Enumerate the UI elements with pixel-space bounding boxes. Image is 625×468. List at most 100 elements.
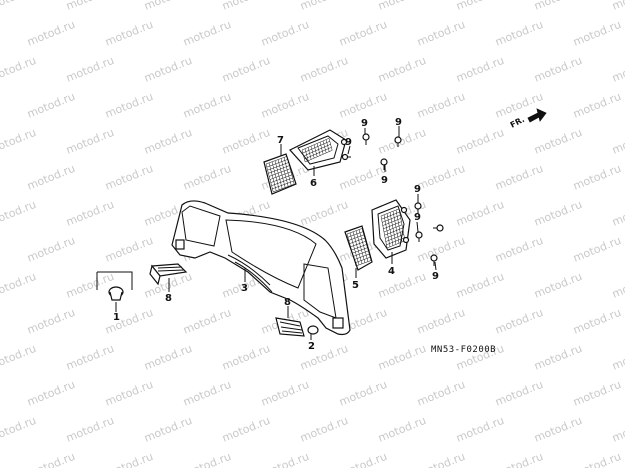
- callout-9-d: 9: [381, 175, 388, 186]
- mesh-line: [277, 159, 286, 188]
- watermark-text: motod.ru: [181, 450, 233, 468]
- screws-part-9: [341, 133, 444, 266]
- mesh-line: [301, 138, 330, 151]
- watermark-text: motod.ru: [25, 378, 77, 409]
- watermark-text: motod.ru: [493, 306, 545, 337]
- mesh-line: [286, 156, 295, 185]
- mesh-line: [348, 234, 364, 241]
- watermark-text: motod.ru: [415, 450, 467, 468]
- vent-part-8-lower: [275, 317, 305, 337]
- watermark-text: motod.ru: [0, 126, 38, 157]
- watermark-text: motod.ru: [220, 54, 272, 85]
- callout-9-g: 9: [432, 271, 439, 282]
- watermark-text: motod.ru: [0, 414, 38, 445]
- mesh-line: [386, 237, 405, 246]
- watermark-text: motod.ru: [142, 414, 194, 445]
- watermark-text: motod.ru: [337, 90, 389, 121]
- watermark-text: motod.ru: [298, 342, 350, 373]
- mesh-line: [265, 163, 274, 192]
- callout-3: 3: [241, 283, 248, 294]
- mesh-line: [355, 257, 371, 264]
- watermark-text: motod.ru: [610, 414, 625, 445]
- watermark-text: motod.ru: [493, 162, 545, 193]
- watermark-text: motod.ru: [220, 0, 272, 13]
- watermark-text: motod.ru: [103, 378, 155, 409]
- watermark-text: motod.ru: [0, 270, 38, 301]
- watermark-text: motod.ru: [610, 54, 625, 85]
- watermark-text: motod.ru: [103, 90, 155, 121]
- watermark-text: motod.ru: [220, 342, 272, 373]
- watermark-text: motod.ru: [337, 450, 389, 468]
- grommet-part-1: [96, 271, 133, 301]
- watermark-text: motod.ru: [376, 54, 428, 85]
- watermark-text: motod.ru: [103, 162, 155, 193]
- mesh-line: [380, 208, 400, 217]
- watermark-text: motod.ru: [142, 342, 194, 373]
- watermark-text: motod.ru: [25, 162, 77, 193]
- watermark-text: motod.ru: [415, 90, 467, 121]
- watermark-text: motod.ru: [142, 54, 194, 85]
- watermark-text: motod.ru: [337, 18, 389, 49]
- watermark-text: motod.ru: [298, 0, 350, 13]
- mesh-line: [270, 174, 292, 183]
- mesh-line: [280, 158, 289, 187]
- watermark-text: motod.ru: [376, 342, 428, 373]
- watermark-text: motod.ru: [259, 90, 311, 121]
- watermark-text: motod.ru: [259, 450, 311, 468]
- callout-1: 1: [113, 312, 120, 323]
- watermark-text: motod.ru: [610, 342, 625, 373]
- watermark-text: motod.ru: [103, 18, 155, 49]
- watermark-text: motod.ru: [64, 270, 116, 301]
- watermark-text: motod.ru: [610, 270, 625, 301]
- mesh-line: [265, 156, 288, 165]
- watermark-text: motod.ru: [454, 414, 506, 445]
- mesh-line: [274, 160, 283, 189]
- front-label: FR.: [509, 115, 526, 130]
- watermark-text: motod.ru: [64, 54, 116, 85]
- watermark-text: motod.ru: [610, 0, 625, 13]
- watermark-text: motod.ru: [532, 270, 584, 301]
- mesh-line: [269, 171, 292, 180]
- watermark-text: motod.ru: [493, 378, 545, 409]
- watermark-text: motod.ru: [25, 450, 77, 468]
- watermark-text: motod.ru: [64, 198, 116, 229]
- watermark-text: motod.ru: [181, 378, 233, 409]
- callout-9-a: 9: [361, 118, 368, 129]
- mesh-line: [268, 165, 290, 174]
- watermark-text: motod.ru: [25, 18, 77, 49]
- watermark-text: motod.ru: [142, 0, 194, 13]
- mesh-line: [353, 250, 369, 257]
- mesh-line: [267, 162, 289, 171]
- callout-9-f: 9: [414, 212, 421, 223]
- watermark-text: motod.ru: [103, 234, 155, 265]
- watermark-text: motod.ru: [571, 378, 623, 409]
- mesh-line: [273, 183, 295, 193]
- watermark-text: motod.ru: [415, 306, 467, 337]
- callout-labels: 1 2 3 4 5 6 7 8 8 9 9 9 9 9 9 9: [113, 117, 439, 352]
- bracket-part-4: [371, 199, 411, 259]
- watermark-text: motod.ru: [64, 126, 116, 157]
- watermark-text: motod.ru: [532, 198, 584, 229]
- watermark-text: motod.ru: [259, 18, 311, 49]
- watermark-text: motod.ru: [181, 162, 233, 193]
- watermark-text: motod.ru: [532, 0, 584, 13]
- watermark-text: motod.ru: [337, 378, 389, 409]
- mesh-line: [386, 240, 406, 249]
- watermark-text: motod.ru: [532, 414, 584, 445]
- watermark-text: motod.ru: [493, 450, 545, 468]
- mesh-line: [383, 221, 402, 230]
- mesh-line: [385, 230, 404, 239]
- mesh-line: [383, 224, 403, 233]
- mesh-line: [350, 241, 366, 248]
- mesh-line: [272, 180, 294, 190]
- watermark-text: motod.ru: [571, 162, 623, 193]
- mesh-line: [302, 141, 330, 154]
- mesh-line: [351, 244, 367, 251]
- watermark-text: motod.ru: [454, 126, 506, 157]
- watermark-text: motod.ru: [0, 0, 38, 13]
- mesh-line: [385, 234, 404, 242]
- watermark-text: motod.ru: [376, 270, 428, 301]
- mesh-line: [382, 218, 401, 226]
- watermark-text: motod.ru: [64, 414, 116, 445]
